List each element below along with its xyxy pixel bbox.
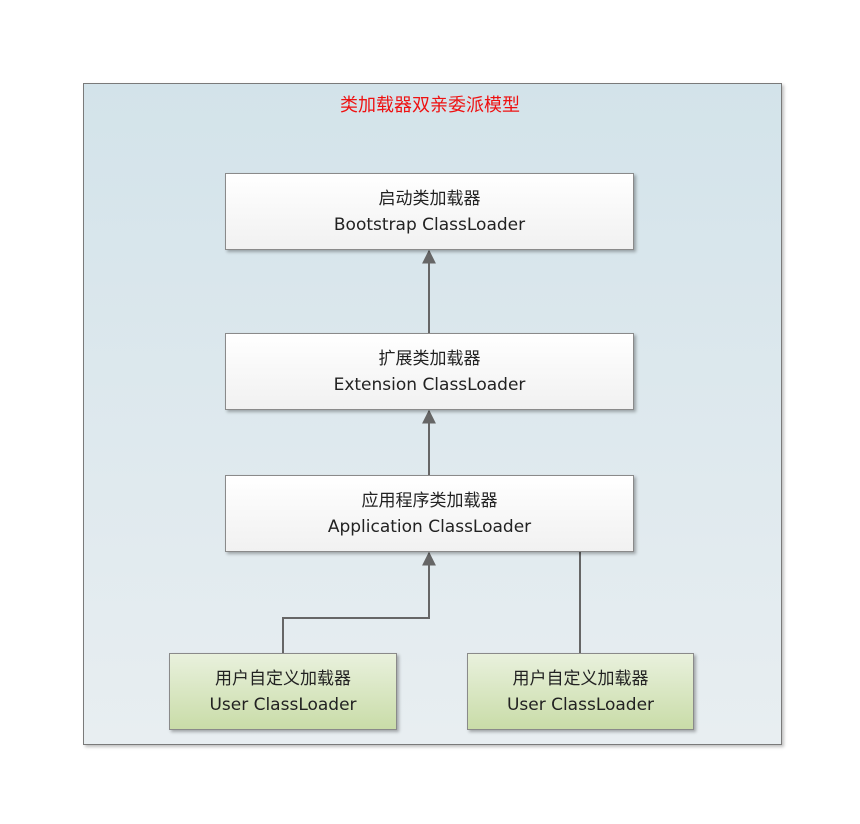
diagram-title: 类加载器双亲委派模型 xyxy=(340,95,520,116)
extension-name-en: Extension ClassLoader xyxy=(333,374,526,395)
bootstrap-name-cn: 启动类加载器 xyxy=(378,188,481,209)
bootstrap-classloader-box: 启动类加载器 Bootstrap ClassLoader xyxy=(225,173,634,250)
application-name-cn: 应用程序类加载器 xyxy=(361,490,498,511)
extension-classloader-box: 扩展类加载器 Extension ClassLoader xyxy=(225,333,634,410)
user-right-name-en: User ClassLoader xyxy=(506,694,655,715)
application-classloader-box: 应用程序类加载器 Application ClassLoader xyxy=(225,475,634,552)
user-left-name-en: User ClassLoader xyxy=(209,694,357,715)
user-classloader-box-left: 用户自定义加载器 User ClassLoader xyxy=(169,653,397,730)
application-name-en: Application ClassLoader xyxy=(327,516,532,537)
bootstrap-name-en: Bootstrap ClassLoader xyxy=(333,214,526,235)
user-left-name-cn: 用户自定义加载器 xyxy=(215,668,351,689)
arrow-user-left-to-application xyxy=(282,551,436,653)
extension-name-cn: 扩展类加载器 xyxy=(378,348,481,369)
user-classloader-box-right: 用户自定义加载器 User ClassLoader xyxy=(467,653,694,730)
user-right-name-cn: 用户自定义加载器 xyxy=(512,668,649,689)
